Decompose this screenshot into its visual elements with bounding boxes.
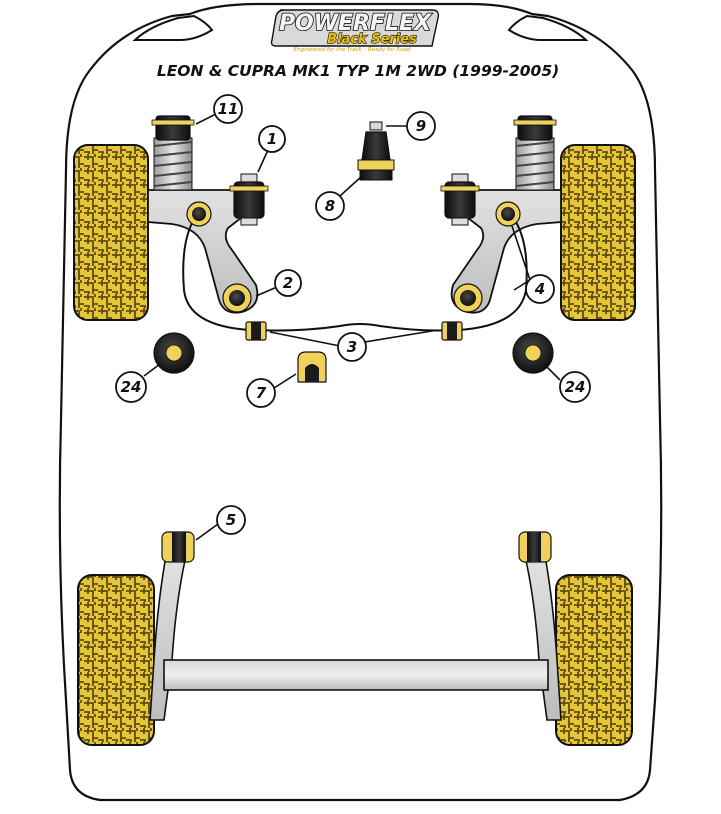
- callout-11-label: 11: [218, 100, 239, 118]
- page-title: LEON & CUPRA MK1 TYP 1M 2WD (1999-2005): [157, 62, 559, 80]
- front-left-tyre: [73, 144, 149, 321]
- right-anti-roll-bar-bush: [441, 321, 463, 341]
- callout-11: 11: [213, 94, 243, 124]
- rear-beam-axle: [149, 555, 562, 721]
- left-round-bush-24: [153, 332, 195, 374]
- right-round-bush-24: [512, 332, 554, 374]
- callout-9-label: 9: [416, 117, 426, 135]
- callout-8-label: 8: [325, 197, 335, 215]
- front-left-wishbone-front-bush: [229, 173, 269, 226]
- front-right-inner-round-bush: [495, 201, 521, 227]
- brand-series: Black Series: [327, 32, 417, 47]
- callout-4: 4: [525, 274, 555, 304]
- front-left-rear-wishbone-bush: [222, 283, 252, 313]
- front-right-spring: [513, 115, 557, 191]
- front-right-wishbone-front-bush: [440, 173, 480, 226]
- left-anti-roll-bar-bush: [245, 321, 267, 341]
- callout-24-left: 24: [115, 371, 147, 403]
- callout-24-right-label: 24: [565, 378, 586, 396]
- subframe-bush: [297, 351, 327, 383]
- front-left-inner-round-bush: [186, 201, 212, 227]
- front-right-tyre: [560, 144, 636, 321]
- callout-1: 1: [258, 125, 286, 153]
- callout-5: 5: [216, 505, 246, 535]
- callout-24-left-label: 24: [121, 378, 142, 396]
- callout-7: 7: [246, 378, 276, 408]
- callout-24-right: 24: [559, 371, 591, 403]
- rear-left-tyre: [77, 574, 155, 746]
- callout-5-label: 5: [226, 511, 236, 529]
- callout-2-label: 2: [283, 274, 293, 292]
- callout-8: 8: [315, 191, 345, 221]
- rear-right-trailing-arm-bush: [518, 531, 552, 563]
- callout-3-label: 3: [347, 338, 357, 356]
- brand-logo: POWERFLEX Black Series Engineered for th…: [270, 9, 440, 53]
- front-left-spring: [151, 115, 195, 191]
- callout-3: 3: [337, 332, 367, 362]
- callout-9: 9: [406, 111, 436, 141]
- engine-mount-top: [357, 121, 395, 181]
- callout-7-label: 7: [256, 384, 267, 402]
- anti-roll-bar: [182, 215, 528, 332]
- brand-name: POWERFLEX: [279, 11, 432, 36]
- rear-left-trailing-arm-bush: [161, 531, 195, 563]
- brand-tagline: Engineered for the Track – Ready for Roa…: [294, 47, 411, 53]
- front-right-rear-wishbone-bush: [453, 283, 483, 313]
- rear-right-tyre: [555, 574, 633, 746]
- callout-1-label: 1: [267, 130, 277, 148]
- callout-2: 2: [274, 269, 302, 297]
- callout-4-label: 4: [534, 280, 545, 298]
